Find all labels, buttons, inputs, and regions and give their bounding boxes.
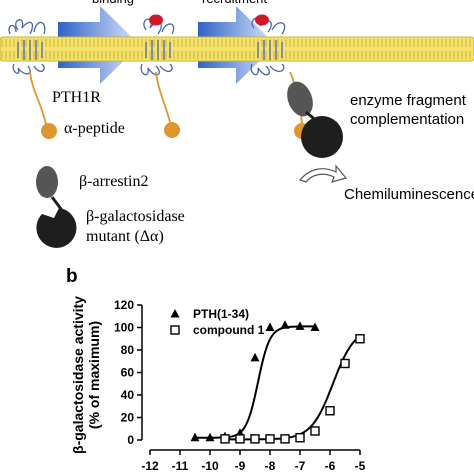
beta-galactosidase-complemented [301, 116, 343, 158]
alpha-peptide-tag [164, 122, 180, 138]
x-tick-label: -6 [325, 459, 336, 473]
x-tick-label: -5 [355, 459, 366, 473]
recruitment-step-label: recruitment [202, 0, 267, 6]
data-point [190, 432, 200, 442]
chart-legend: PTH(1-34) compound 1 [170, 307, 265, 337]
data-point [235, 428, 245, 437]
data-point [340, 358, 350, 369]
alpha-peptide-tag [41, 123, 57, 139]
data-point [250, 434, 260, 444]
beta-galactosidase-mutant-label: mutant (Δα) [86, 228, 164, 245]
fit-curve-series-2 [225, 335, 361, 441]
data-point [220, 434, 230, 444]
y-tick-label: 100 [114, 321, 134, 335]
y-tick-label: 20 [121, 411, 135, 425]
data-point [205, 432, 215, 442]
data-point [295, 433, 305, 443]
beta-arrestin2-label: β-arrestin2 [79, 173, 149, 190]
data-point [310, 426, 320, 436]
data-point [235, 434, 245, 444]
y-tick-label: 120 [114, 298, 134, 312]
enzyme-fragment-label: enzyme fragment [350, 92, 466, 109]
data-point [250, 352, 260, 362]
beta-galactosidase-mutant-icon [36, 208, 77, 248]
y-tick-label: 80 [121, 343, 135, 357]
data-point [265, 434, 275, 444]
pth1r-label: PTH1R [52, 89, 101, 106]
legend-label: PTH(1-34) [193, 307, 249, 321]
x-tick-label: -12 [141, 459, 159, 473]
legend-marker [170, 309, 180, 318]
assay-schematic [0, 6, 474, 248]
data-point [220, 431, 230, 441]
beta-arrestin2-icon [36, 166, 58, 198]
chemiluminescence-label: Chemiluminescence [344, 186, 474, 203]
data-point [265, 322, 275, 331]
x-tick-label: -8 [265, 459, 276, 473]
x-tick-label: -10 [201, 459, 219, 473]
legend-label: compound 1 [193, 323, 265, 337]
data-point [295, 321, 305, 330]
panel-label-b: b [66, 266, 78, 287]
chart-axes: -12 -11 -10 -9 -8 -7 -6 -5 0 20 40 60 80 100 120 [114, 298, 366, 473]
binding-step-label: binding [92, 0, 134, 6]
pth-ligand [149, 14, 163, 26]
x-tick-label: -11 [172, 459, 189, 473]
y-tick-label: 60 [121, 366, 135, 380]
data-point [280, 320, 290, 329]
x-tick-label: -7 [295, 459, 306, 473]
alpha-peptide-label: α-peptide [64, 120, 125, 137]
fit-curves [195, 325, 361, 441]
complementation-label: complementation [350, 111, 465, 128]
y-axis-title-line2: (% of maximum) [86, 320, 102, 430]
fit-curve-series-1 [195, 325, 315, 439]
x-tick-label: -9 [235, 459, 246, 473]
chemiluminescence-arrow [298, 164, 348, 183]
membrane-bilayer-lines [1, 39, 471, 59]
pth1r-receptor [8, 19, 47, 125]
legend-marker [170, 325, 180, 335]
y-tick-label: 0 [127, 433, 134, 447]
y-axis-title-line1: β-galactosidase activity [70, 296, 86, 454]
beta-galactosidase-label: β-galactosidase [86, 208, 185, 225]
pth-ligand [255, 14, 269, 26]
pth1r-receptor-bound [140, 18, 175, 123]
beta-arrestin2-recruited [287, 81, 313, 117]
cell-membrane [0, 36, 474, 62]
data-point [310, 322, 320, 331]
data-point [325, 406, 335, 416]
y-tick-label: 40 [121, 388, 135, 402]
data-point [280, 434, 290, 444]
data-point [355, 334, 365, 344]
data-points [190, 320, 365, 444]
